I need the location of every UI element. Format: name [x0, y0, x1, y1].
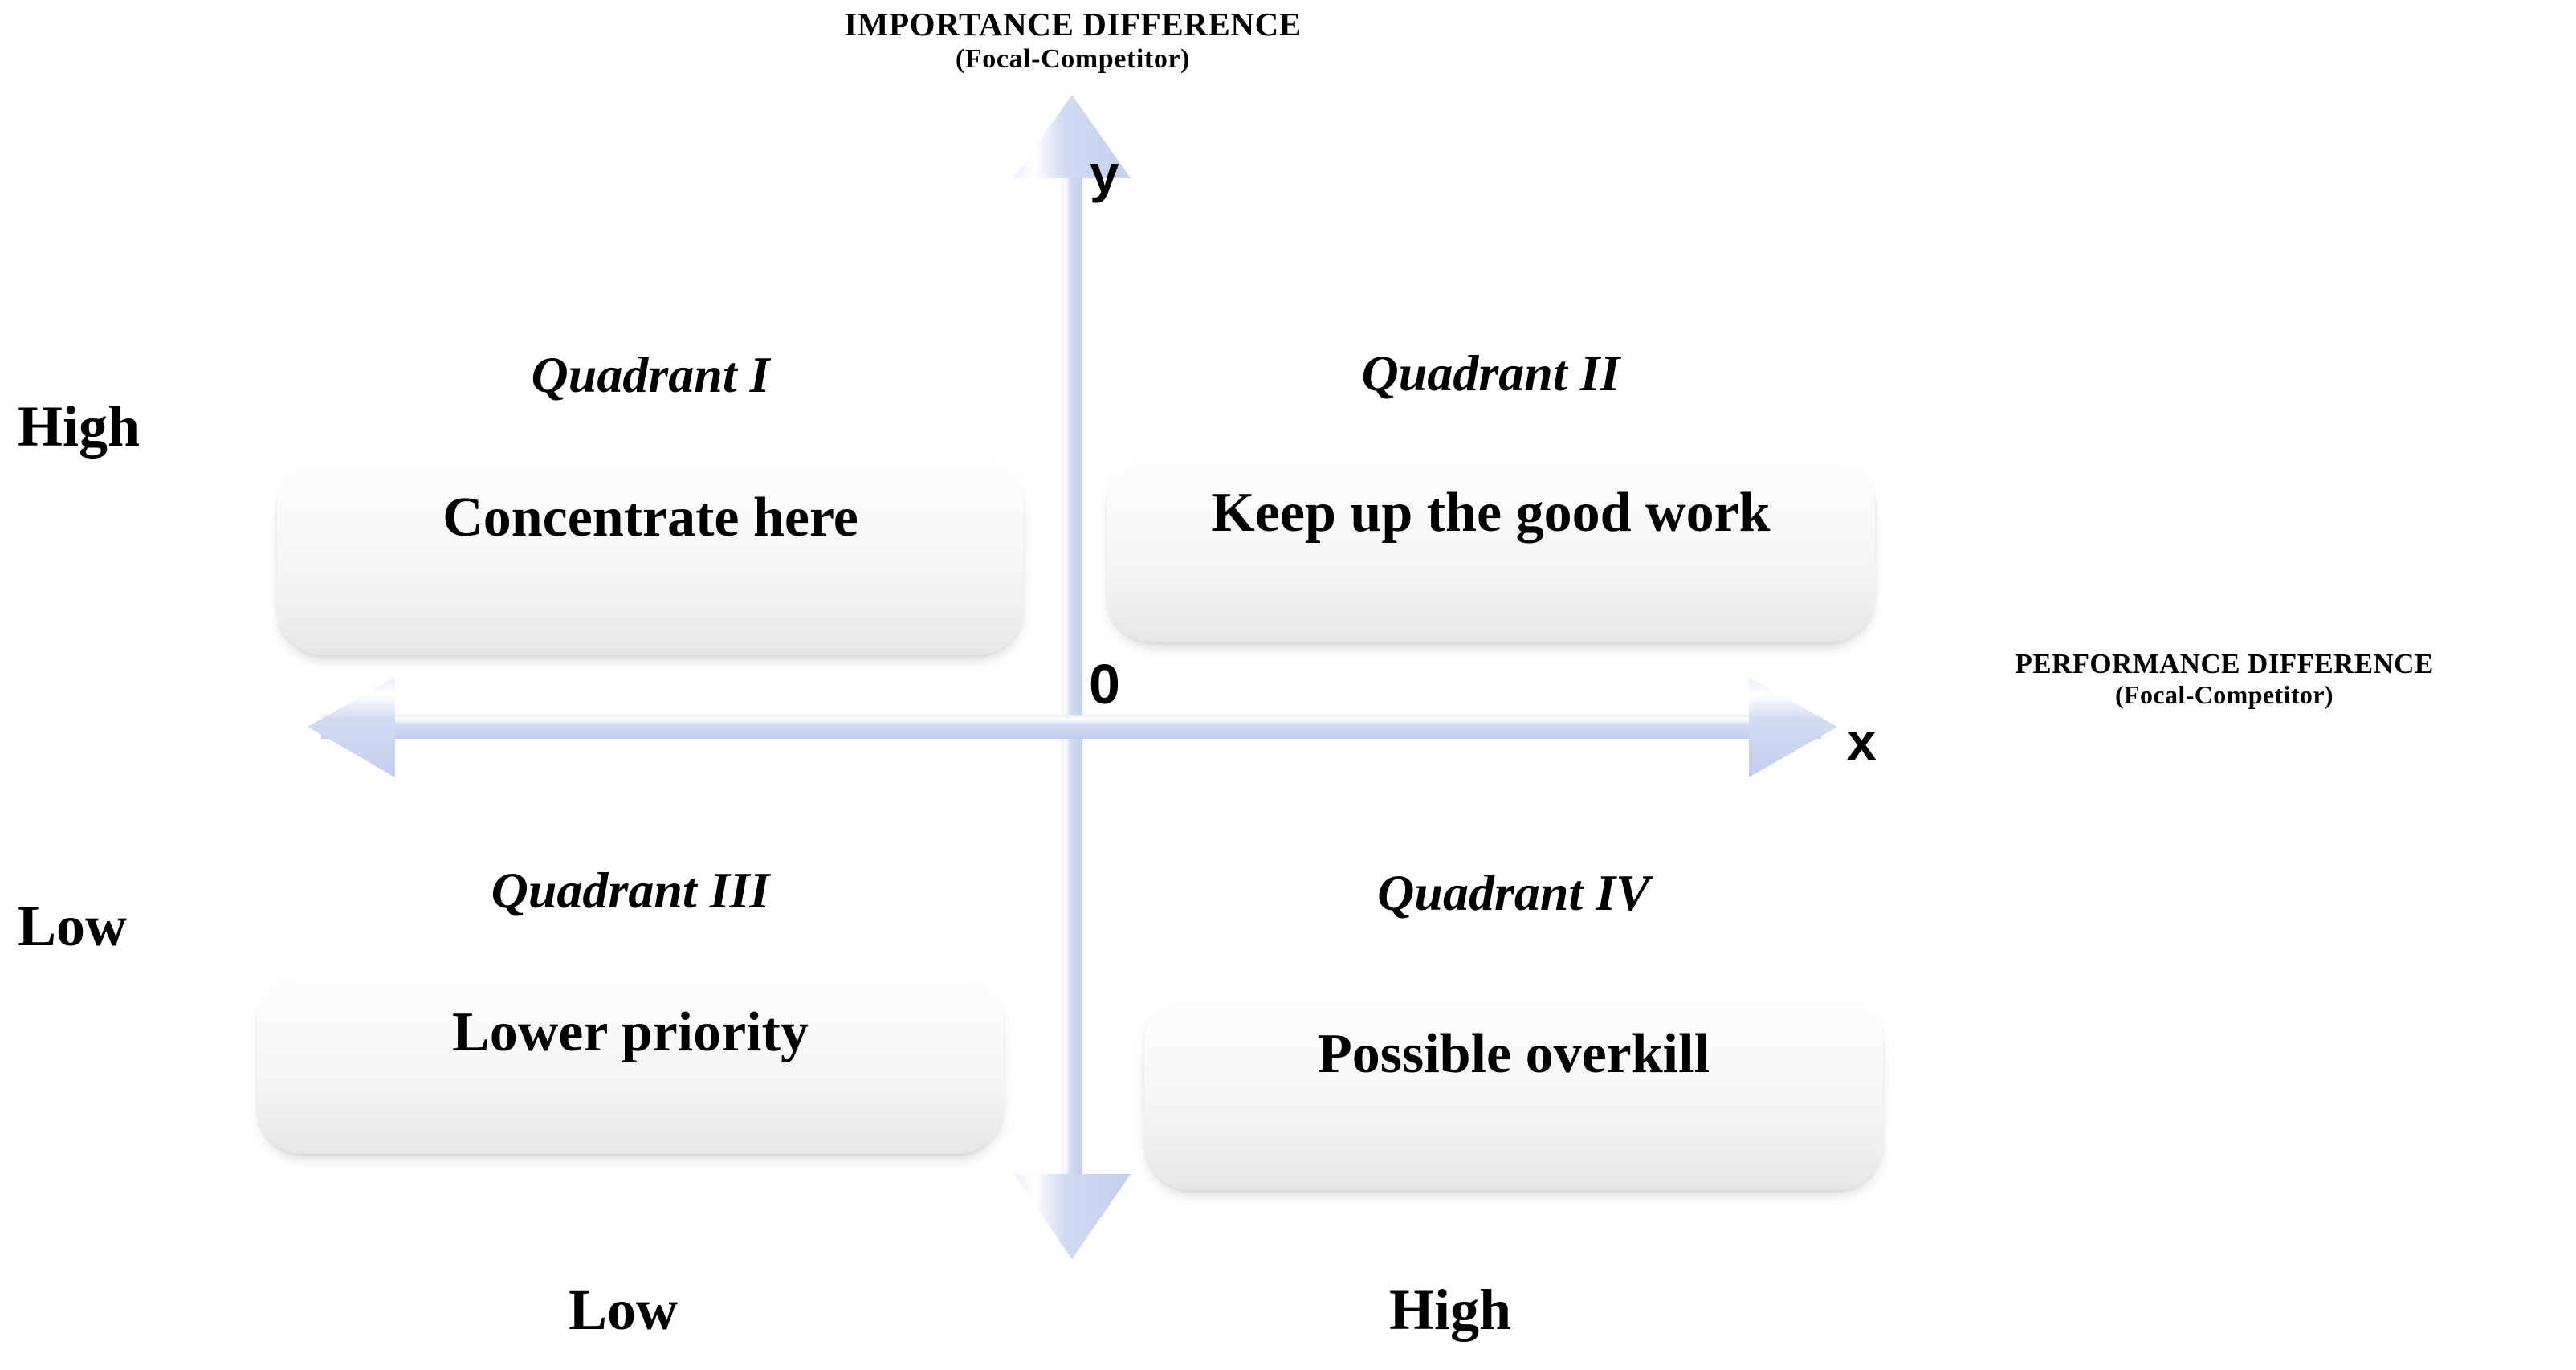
x-axis-letter: x: [1847, 712, 1877, 771]
quadrant-1-box[interactable]: Concentrate here: [277, 459, 1024, 655]
y-axis-letter: y: [1090, 144, 1119, 203]
quadrant-2-label: Keep up the good work: [1211, 482, 1771, 544]
horizontal-high-label: High: [1389, 1278, 1512, 1342]
quadrant-3-box[interactable]: Lower priority: [257, 976, 1004, 1154]
origin-label: 0: [1089, 653, 1120, 716]
quadrant-4-caption: Quadrant IV: [1377, 864, 1650, 921]
vertical-low-label: Low: [18, 894, 128, 958]
quadrant-2-box[interactable]: Keep up the good work: [1107, 458, 1875, 642]
quadrant-4-box[interactable]: Possible overkill: [1144, 996, 1883, 1190]
quadrant-1-caption: Quadrant I: [531, 346, 770, 403]
horizontal-low-label: Low: [569, 1278, 679, 1342]
horizontal-axis-title-main: PERFORMANCE DIFFERENCE: [2015, 648, 2434, 679]
vertical-axis-title: IMPORTANCE DIFFERENCE (Focal-Competitor): [671, 5, 1474, 75]
vertical-axis-title-main: IMPORTANCE DIFFERENCE: [844, 6, 1302, 43]
vertical-high-label: High: [18, 394, 141, 459]
horizontal-axis-title: PERFORMANCE DIFFERENCE (Focal-Competitor…: [1871, 647, 2576, 711]
quadrant-1-label: Concentrate here: [442, 487, 858, 548]
quadrant-3-caption: Quadrant III: [491, 862, 770, 919]
vertical-axis-title-sub: (Focal-Competitor): [955, 44, 1191, 75]
quadrant-3-label: Lower priority: [452, 1001, 809, 1063]
horizontal-axis-title-sub: (Focal-Competitor): [2115, 680, 2333, 710]
quadrant-4-label: Possible overkill: [1317, 1023, 1710, 1085]
quadrant-2-caption: Quadrant II: [1361, 345, 1620, 402]
